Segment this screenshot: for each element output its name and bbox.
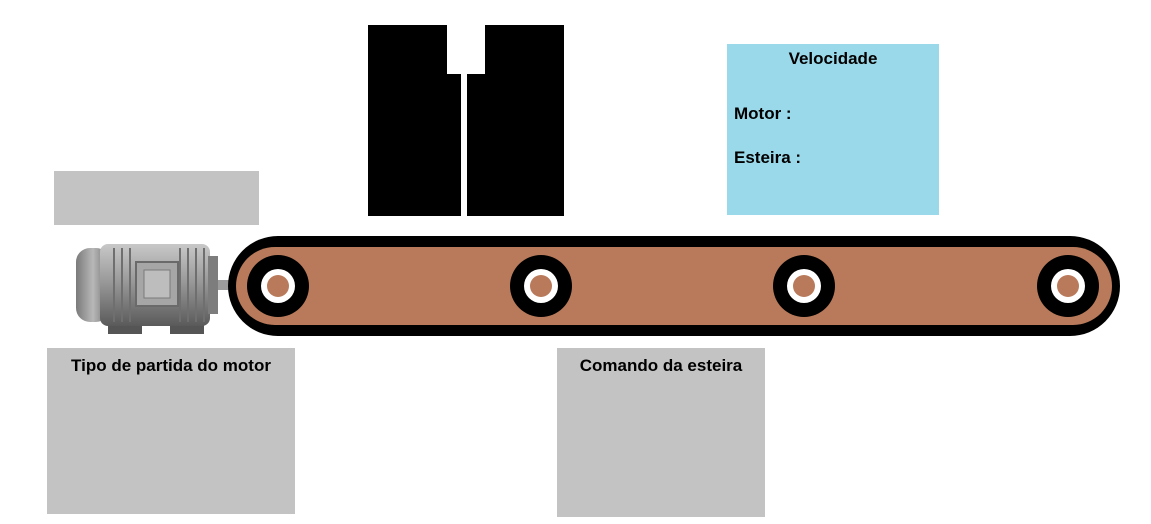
speed-panel-title: Velocidade [788, 49, 878, 68]
motor-status-indicator [54, 171, 259, 225]
belt-command-panel-title: Comando da esteira [579, 356, 743, 375]
hopper-icon [368, 25, 564, 216]
motor-start-panel[interactable]: Tipo de partida do motor [47, 348, 295, 514]
speed-panel: Velocidade Motor : Esteira : [727, 44, 939, 215]
electric-motor-icon [76, 244, 230, 334]
motor-speed-label: Motor : [734, 104, 792, 123]
conveyor-belt-icon [228, 236, 1120, 336]
belt-speed-label: Esteira : [734, 148, 802, 167]
belt-command-panel[interactable]: Comando da esteira [557, 348, 765, 517]
motor-start-panel-title: Tipo de partida do motor [71, 356, 271, 375]
